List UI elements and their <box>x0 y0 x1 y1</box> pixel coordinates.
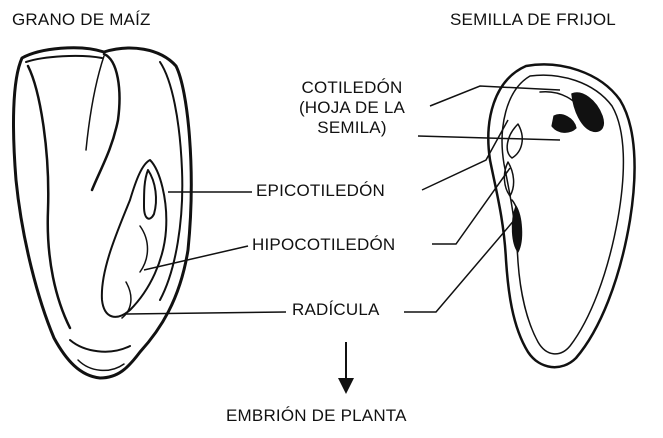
epicotiledon-label: EPICOTILEDÓN <box>256 181 385 201</box>
corn-hypocotyl <box>140 226 148 272</box>
cotiledon-label: COTILEDÓN (HOJA DE LA SEMILA) <box>282 78 422 138</box>
bean-seed-title: SEMILLA DE FRIJOL <box>450 10 616 30</box>
down-arrow-icon <box>338 342 354 394</box>
corn-epicotyl <box>144 170 156 219</box>
embrion-label: EMBRIÓN DE PLANTA <box>226 406 407 426</box>
corn-kernel-drawing <box>14 48 192 378</box>
corn-kernel-tip <box>70 340 130 352</box>
corn-kernel-left-ridge <box>28 66 70 328</box>
hipocotiledon-label: HIPOCOTILEDÓN <box>252 235 395 255</box>
bean-seed-outer-outline <box>488 64 634 367</box>
corn-embryo-outline <box>102 160 166 317</box>
bean-plumule <box>572 93 603 131</box>
bean-epicotyl <box>507 124 522 158</box>
corn-radicle <box>122 282 131 318</box>
corn-kernel-crease <box>86 56 104 150</box>
leader-hipocotiledon-left <box>144 246 248 270</box>
leader-radicula-left <box>124 312 286 314</box>
corn-kernel-top-fold <box>92 54 119 190</box>
corn-kernel-outline <box>14 48 192 378</box>
cotiledon-label-line-3: SEMILA) <box>282 118 422 138</box>
bean-radicle <box>512 206 521 252</box>
corn-kernel-inner-edge <box>26 56 102 62</box>
cotiledon-label-line-1: COTILEDÓN <box>282 78 422 98</box>
corn-kernel-title: GRANO DE MAÍZ <box>12 10 151 30</box>
radicula-label: RADÍCULA <box>292 300 380 320</box>
cotiledon-label-line-2: (HOJA DE LA <box>282 98 422 118</box>
bean-plumule-leaf <box>552 115 576 133</box>
leader-radicula-right <box>404 218 516 312</box>
corn-kernel-base <box>78 360 124 370</box>
bean-seed-drawing <box>488 64 634 367</box>
